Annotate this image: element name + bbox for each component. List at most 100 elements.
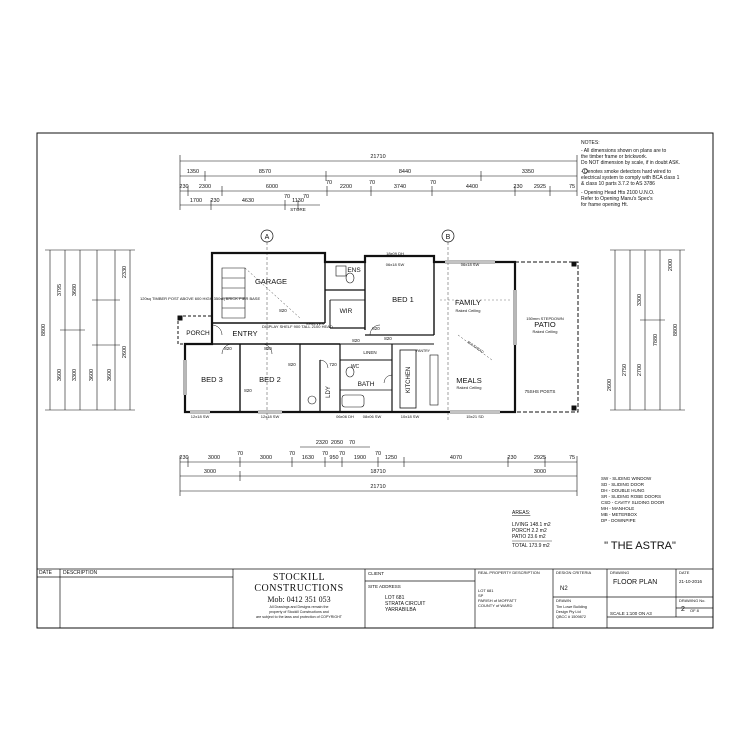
dim-label: 2600 xyxy=(122,346,128,358)
toilet-icon xyxy=(345,366,355,378)
window-label: 18x09 DH xyxy=(386,251,404,256)
floor-plan xyxy=(177,251,579,414)
company-mobile: Mob: 0412 351 053 xyxy=(267,595,331,604)
door-size: 820 xyxy=(244,388,252,393)
dim-label: 70 xyxy=(289,451,295,457)
annotation: BULKHEAD xyxy=(467,340,485,354)
grid-marker-label: B xyxy=(446,234,451,241)
sheet-border xyxy=(36,132,714,629)
dim-label: 2700 xyxy=(637,364,643,376)
room-label: WIR xyxy=(340,308,353,315)
dim-label: 2050 xyxy=(331,440,343,446)
dim-label: 8440 xyxy=(399,169,411,175)
window-label: 06x06 DH xyxy=(336,414,354,419)
bottom-dimensions xyxy=(179,446,578,496)
dim-label: 230 xyxy=(179,455,188,461)
copyright-line: All Drawings and Designs remain the xyxy=(269,605,329,609)
copyright-line: property of Stockill Constructions and xyxy=(269,610,329,614)
room-labels: GARAGE ENS BED 1 WIR FAMILY Raked Ceilin… xyxy=(186,267,564,398)
dim-label: 8800 xyxy=(41,324,47,336)
client-label: CLIENT xyxy=(368,571,385,576)
dim-label: 2600 xyxy=(607,379,613,391)
dim-label: 7880 xyxy=(653,334,659,346)
drawn-line: Design Pty Ltd xyxy=(556,610,581,614)
dim-label: 3600 xyxy=(107,369,113,381)
bottom-dimension-labels: 2320 2050 70 230 3000 70 3000 70 1630 70… xyxy=(179,440,575,490)
legend-item: CSD - CAVITY SLIDING DOOR xyxy=(601,500,665,505)
patio-post xyxy=(571,261,577,267)
plan-title: " THE ASTRA" xyxy=(604,540,676,552)
room-sublabel: Raked Ceiling xyxy=(533,329,558,334)
grid-marker-b xyxy=(441,229,455,243)
dim-label: 6000 xyxy=(266,184,278,190)
dim-label: 950 xyxy=(329,455,338,461)
dim-label: 4630 xyxy=(242,198,254,204)
smoke-detector-icon xyxy=(582,168,588,174)
areas-heading: AREAS: xyxy=(512,510,530,516)
porch-outline xyxy=(177,315,212,345)
annotation: 120sq TIMBER POST ABOVE 600 HIGH 350sq B… xyxy=(140,296,260,301)
note-line: & class 10 parts 3.7.2 to AS 3786 xyxy=(581,181,655,187)
real-property-heading: REAL PROPERTY DESCRIPTION xyxy=(478,570,540,575)
areas-table: AREAS: LIVING 148.1 m2 PORCH 2.2 m2 PATI… xyxy=(512,510,552,549)
dim-label: 8800 xyxy=(673,324,679,336)
area-total: TOTAL 173.9 m2 xyxy=(512,543,550,549)
right-dimensions xyxy=(610,249,685,411)
door-size: 820 xyxy=(372,326,380,331)
dim-label: 2000 xyxy=(668,259,674,271)
dim-label: 2330 xyxy=(122,266,128,278)
room-label: GARAGE xyxy=(255,277,287,286)
annotation: DISPLAY SHELF 900 TALL 2100 HEAD xyxy=(262,324,333,329)
room-label: LINEN xyxy=(363,350,376,355)
dim-label: 18710 xyxy=(370,469,385,475)
design-criteria-heading: DESIGN CRITERIA xyxy=(556,570,592,575)
scale-label: SCALE 1:100 ON A3 xyxy=(610,611,652,616)
rpd-line: LOT 681 xyxy=(478,588,494,593)
dim-label: 4070 xyxy=(450,455,462,461)
porch-post xyxy=(177,315,183,321)
abbreviation-legend: SW - SLIDING WINDOW SD - SLIDING DOOR DH… xyxy=(601,476,665,523)
drawing-total: OF 8 xyxy=(690,608,699,613)
window-labels: 18x09 DH 06x18 SW 06x18 SW 12x18 SW 12x1… xyxy=(191,251,484,419)
room-label: ENTRY xyxy=(232,329,257,338)
rpd-line: PARISH of MOFFATT xyxy=(478,598,517,603)
dim-label: 70 xyxy=(322,451,328,457)
patio-post xyxy=(571,405,577,411)
dim-label: 75 xyxy=(569,184,575,190)
note-line: - All dimensions shown on plans are to xyxy=(581,148,667,154)
legend-item: SR - SLIDING ROBE DOORS xyxy=(601,494,661,499)
grid-markers: A B xyxy=(260,229,455,420)
dim-label: 2925 xyxy=(534,184,546,190)
room-sublabel: Raked Ceiling xyxy=(456,308,481,313)
rpd-line: COUNTY of WARD xyxy=(478,603,513,608)
dim-label: 70 xyxy=(369,180,375,186)
drawing-heading: DRAWING xyxy=(610,570,630,575)
dim-label: 230 xyxy=(507,455,516,461)
revision-date-header: DATE xyxy=(39,570,52,576)
area-row: PORCH 2.2 m2 xyxy=(512,528,547,534)
company-name-line1: STOCKILL xyxy=(272,572,326,583)
note-line: the timber frame or brickwork. xyxy=(581,154,647,160)
dim-label: 70 xyxy=(430,180,436,186)
door-size-labels: 820 820 820 720 820 820 820 820 820 xyxy=(224,308,392,393)
shower-icon xyxy=(335,265,347,277)
left-dimensions xyxy=(45,249,135,411)
left-dimension-labels: 8800 3795 3680 2330 3600 3300 3600 3600 … xyxy=(41,266,128,381)
legend-item: SW - SLIDING WINDOW xyxy=(601,476,652,481)
rpd-line: SP xyxy=(478,593,484,598)
dim-label: 3795 xyxy=(57,284,63,296)
door-size: 720 xyxy=(329,362,337,367)
room-label: BATH xyxy=(358,381,375,388)
dim-label: 8570 xyxy=(259,169,271,175)
note-line: - Denotes smoke detectors hard wired to xyxy=(581,169,671,175)
note-line: Refer to Opening Manu's Spec's xyxy=(581,196,653,202)
room-label: WC xyxy=(351,364,360,370)
company-name-line2: CONSTRUCTIONS xyxy=(254,583,344,594)
design-criteria-value: N2 xyxy=(560,586,568,592)
dim-label: 2320 xyxy=(316,440,328,446)
notes-block: NOTES: - All dimensions shown on plans a… xyxy=(581,140,680,208)
room-label: BED 2 xyxy=(259,375,281,384)
door-size: 820 xyxy=(224,346,232,351)
dim-label: 75 xyxy=(569,455,575,461)
dim-label: 21710 xyxy=(370,484,385,490)
